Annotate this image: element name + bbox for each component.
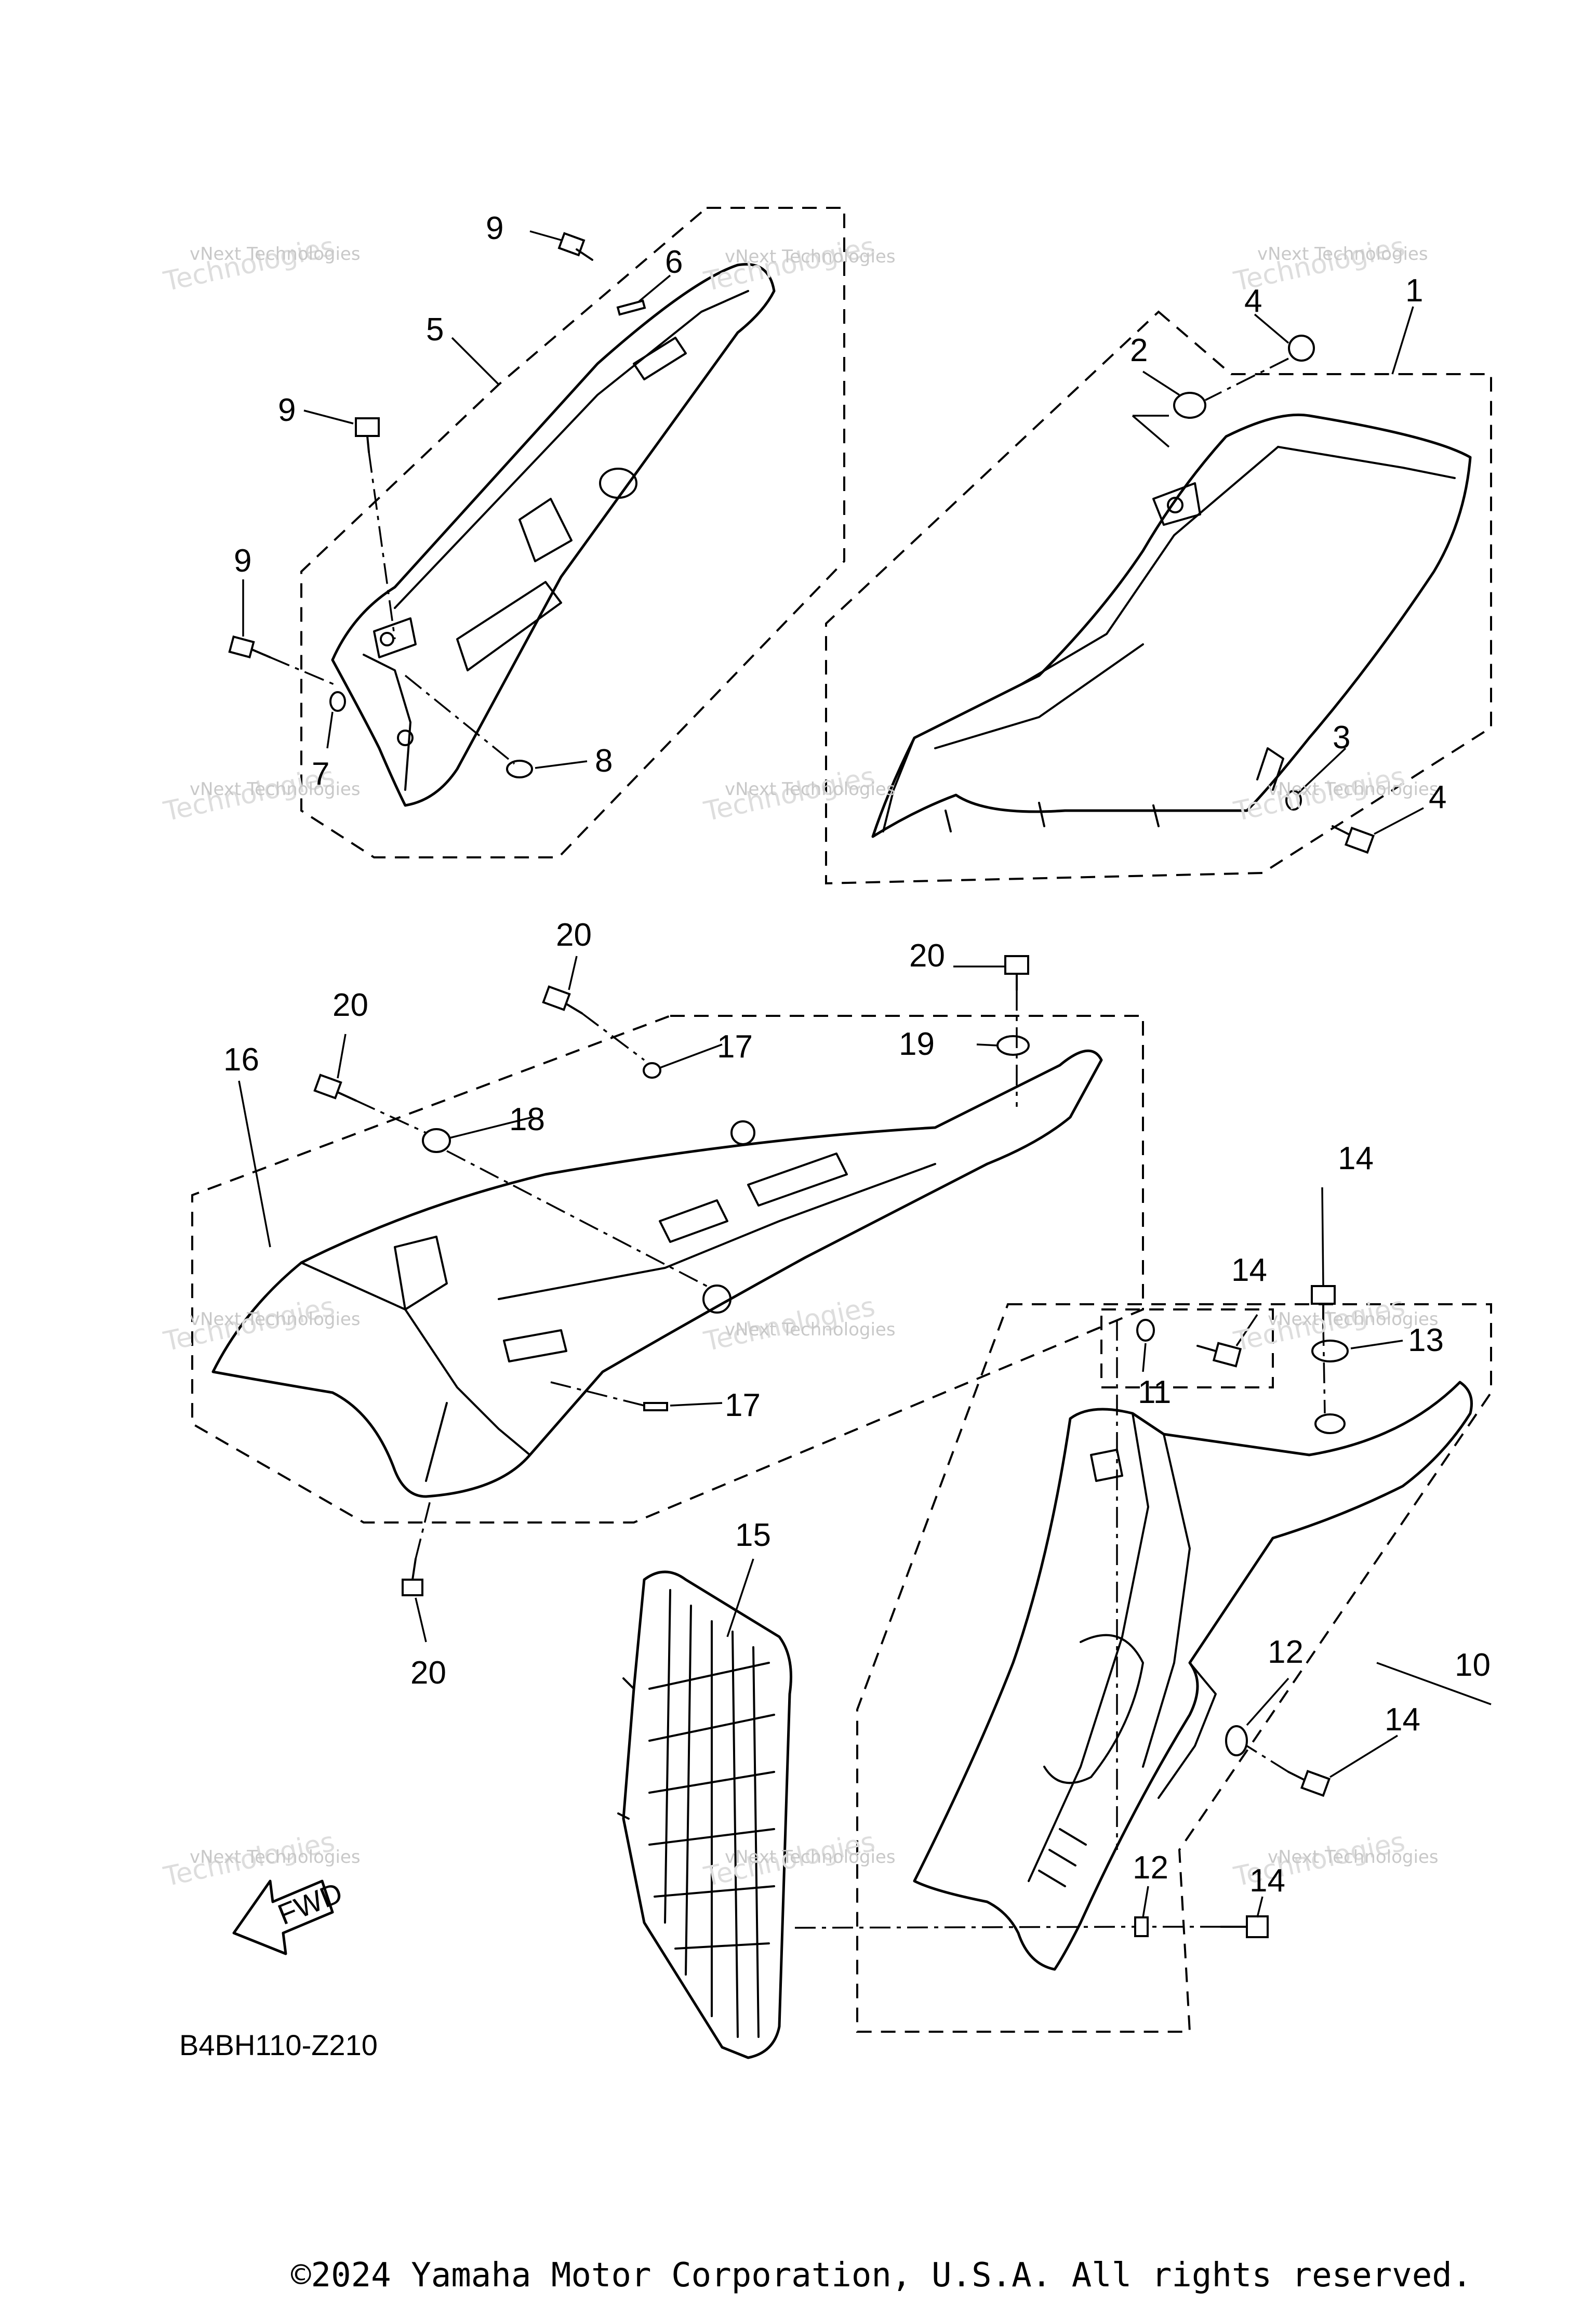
callout-20-c: 20	[909, 938, 945, 974]
callout-4-bottom: 4	[1429, 779, 1446, 815]
callout-3: 3	[1333, 720, 1350, 756]
callout-9-mid: 9	[278, 392, 296, 428]
part-side-panel	[211, 1049, 1103, 1498]
svg-text:vNext Technologies: vNext Technologies	[1268, 779, 1439, 800]
callout-19: 19	[899, 1026, 935, 1062]
svg-text:vNext Technologies: vNext Technologies	[190, 1309, 361, 1330]
callout-4-top: 4	[1244, 283, 1262, 319]
callout-8: 8	[595, 743, 613, 779]
part-radiator-grille	[622, 1570, 792, 2059]
watermark-5: Technologies vNext Technologies	[701, 761, 895, 828]
bolt-20-d	[402, 1558, 423, 1596]
watermark-2: Technologies vNext Technologies	[701, 231, 895, 298]
svg-text:vNext Technologies: vNext Technologies	[725, 1847, 896, 1868]
group-frame-cover	[228, 207, 845, 858]
callout-12-a: 12	[1268, 1634, 1304, 1670]
callout-10: 10	[1455, 1647, 1491, 1683]
callout-11: 11	[1138, 1374, 1171, 1410]
svg-text:vNext Technologies: vNext Technologies	[190, 244, 361, 264]
callout-15: 15	[735, 1517, 771, 1553]
screw-4-bottom	[1332, 825, 1375, 854]
callout-14-a: 14	[1231, 1252, 1267, 1288]
dashed-boundary-5	[300, 207, 845, 858]
clip-17-b	[643, 1402, 668, 1411]
part-shroud	[913, 1381, 1473, 1971]
callout-14-b: 14	[1338, 1141, 1374, 1176]
part-frame-cover	[331, 263, 776, 807]
svg-text:vNext Technologies: vNext Technologies	[1268, 1847, 1439, 1868]
part-side-cover	[871, 413, 1472, 838]
watermark-1: Technologies vNext Technologies	[161, 231, 360, 298]
callout-7: 7	[312, 756, 329, 792]
group-side-cover	[825, 306, 1492, 885]
callout-13: 13	[1408, 1322, 1444, 1358]
screw-4-top	[1288, 335, 1315, 362]
clip-6	[616, 299, 646, 316]
collar-12-a	[1225, 1725, 1248, 1756]
figure-code: B4BH110-Z210	[179, 2029, 378, 2061]
group-side-panel	[191, 955, 1144, 1643]
svg-text:vNext Technologies: vNext Technologies	[190, 1847, 361, 1868]
svg-text:vNext Technologies: vNext Technologies	[725, 1319, 896, 1340]
damper-2	[1173, 392, 1206, 419]
dashed-boundary-11	[1100, 1308, 1274, 1388]
bolt-14-d	[1220, 1915, 1269, 1938]
collar-12-b	[1134, 1916, 1149, 1937]
callout-9-low: 9	[234, 543, 251, 579]
callout-14-d: 14	[1249, 1863, 1285, 1899]
svg-text:vNext Technologies: vNext Technologies	[1257, 244, 1428, 264]
group-shroud	[794, 1187, 1492, 2033]
callout-6: 6	[665, 244, 683, 280]
bolt-20-c	[1004, 955, 1029, 991]
callout-9-top: 9	[486, 210, 503, 246]
washer-11	[1136, 1319, 1155, 1342]
callout-18: 18	[509, 1102, 545, 1137]
bolt-14-b	[1311, 1285, 1336, 1326]
svg-text:vNext Technologies: vNext Technologies	[725, 779, 896, 800]
bolt-9-top	[557, 232, 593, 261]
grommet-8	[506, 760, 533, 778]
callout-5: 5	[426, 312, 444, 348]
callout-20-b: 20	[332, 987, 368, 1023]
bolt-14-a	[1196, 1342, 1242, 1368]
callout-20-a: 20	[556, 917, 592, 953]
bolt-9-low	[228, 635, 271, 659]
callouts: 1 2 3 4 4 5 6 7 8 9 9 9 10 11 12 12 13 1…	[223, 210, 1491, 1899]
svg-text:vNext Technologies: vNext Technologies	[725, 246, 896, 267]
svg-text:vNext Technologies: vNext Technologies	[1268, 1309, 1439, 1330]
bolt-9-mid	[355, 417, 380, 453]
callout-14-c: 14	[1385, 1702, 1420, 1738]
fwd-arrow-icon: FWD	[232, 1876, 347, 1955]
bolt-14-c	[1287, 1769, 1331, 1797]
callout-17-b: 17	[725, 1387, 761, 1423]
grommet-17-a	[643, 1062, 661, 1079]
collar-3	[1285, 790, 1302, 811]
watermark-4: Technologies vNext Technologies	[161, 761, 360, 828]
svg-text:vNext Technologies: vNext Technologies	[190, 779, 361, 800]
callout-2: 2	[1130, 333, 1148, 368]
group-radiator-grille	[617, 1558, 792, 2059]
callout-17-a: 17	[717, 1029, 753, 1065]
collar-7	[329, 691, 346, 712]
callout-16: 16	[223, 1042, 259, 1078]
callout-12-b: 12	[1133, 1850, 1168, 1886]
copyright-notice: ©2024 Yamaha Motor Corporation, U.S.A. A…	[291, 2256, 1472, 2295]
dashed-boundary-1	[825, 310, 1492, 885]
washer-19	[996, 1035, 1030, 1056]
washer-13	[1311, 1340, 1349, 1362]
grommet-18	[422, 1128, 451, 1153]
bolt-20-a	[542, 985, 583, 1014]
callout-20-d: 20	[410, 1655, 446, 1691]
bolt-20-b	[313, 1074, 357, 1102]
callout-1: 1	[1405, 273, 1423, 309]
